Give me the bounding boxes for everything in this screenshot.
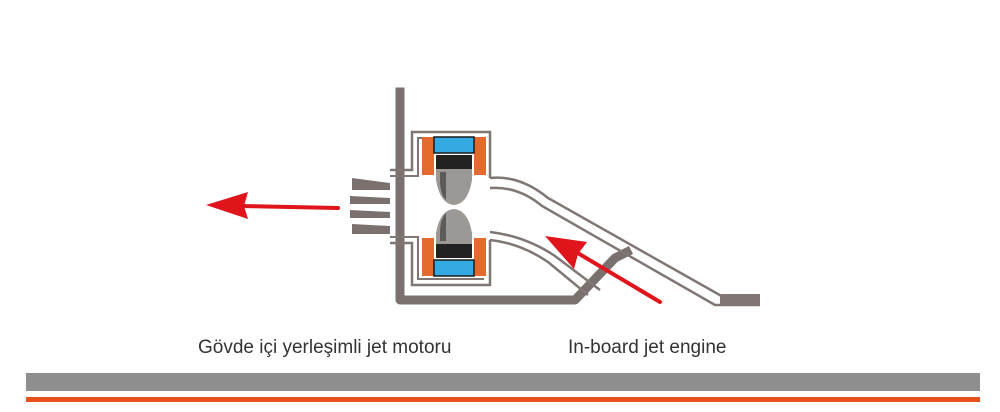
intake-duct-lower [489,238,589,296]
outlet-nozzle [350,178,390,234]
footer-orange-band [26,397,980,402]
caption-english: In-board jet engine [568,337,727,358]
intake-duct-upper [489,176,760,300]
caption-turkish: Gövde içi yerleşimli jet motoru [198,337,452,358]
hull-wall [395,87,634,305]
arrow-left-icon [206,192,340,219]
nozzle-housing [390,130,492,287]
intake-duct-upper-inner [489,186,760,307]
motor-unit-upper [422,136,486,205]
arrow-up-left-icon [545,236,662,304]
intake-duct-end [720,294,760,304]
intake-duct-lower-inner [489,230,601,291]
footer-gray-band [26,373,980,391]
motor-unit-lower [422,209,486,277]
